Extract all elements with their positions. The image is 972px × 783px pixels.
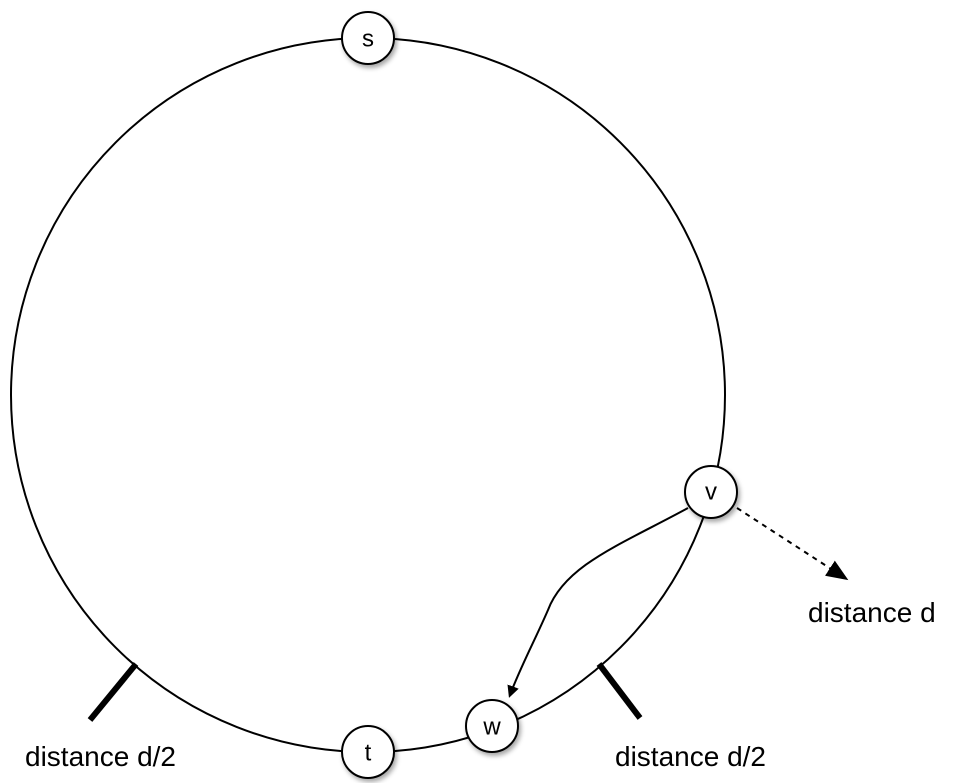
label-distance-half-left: distance d/2: [25, 741, 176, 772]
label-distance-half-right: distance d/2: [615, 741, 766, 772]
node-s-label: s: [362, 26, 374, 53]
node-s: s: [341, 11, 395, 65]
ring-circle: [10, 37, 726, 753]
node-t-label: t: [365, 740, 372, 767]
node-v: v: [684, 465, 738, 519]
node-w: w: [465, 699, 519, 753]
node-v-label: v: [705, 479, 717, 506]
ring-outline: [11, 38, 725, 752]
node-t: t: [341, 725, 395, 779]
node-w-label: w: [482, 714, 501, 741]
tick-mark-left: [87, 662, 139, 722]
tick-mark-right: [596, 662, 643, 720]
edge-v-to-w: [507, 507, 689, 698]
label-distance-d: distance d: [808, 597, 936, 628]
dashed-arrow-distance-d: [736, 507, 849, 581]
